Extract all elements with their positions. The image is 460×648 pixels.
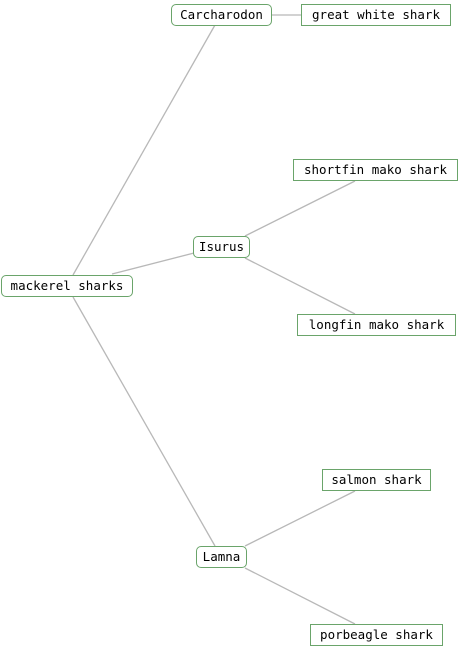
node-shortfin-mako-shark: shortfin mako shark	[293, 159, 458, 181]
node-mackerel-sharks: mackerel sharks	[1, 275, 133, 297]
edge-root-isurus	[111, 252, 195, 275]
edge-lamna-porbeagle	[244, 567, 356, 625]
node-great-white-shark: great white shark	[301, 4, 451, 26]
node-lamna: Lamna	[196, 546, 247, 568]
edge-root-lamna	[72, 296, 216, 547]
node-longfin-mako-shark: longfin mako shark	[297, 314, 456, 336]
node-isurus: Isurus	[193, 236, 250, 258]
edge-isurus-shortfin	[244, 180, 356, 237]
edge-lamna-salmon	[244, 490, 356, 547]
node-carcharodon: Carcharodon	[171, 4, 272, 26]
edge-root-carcharodon	[72, 24, 216, 276]
edge-isurus-longfin	[244, 257, 356, 315]
node-salmon-shark: salmon shark	[322, 469, 431, 491]
node-porbeagle-shark: porbeagle shark	[310, 624, 443, 646]
